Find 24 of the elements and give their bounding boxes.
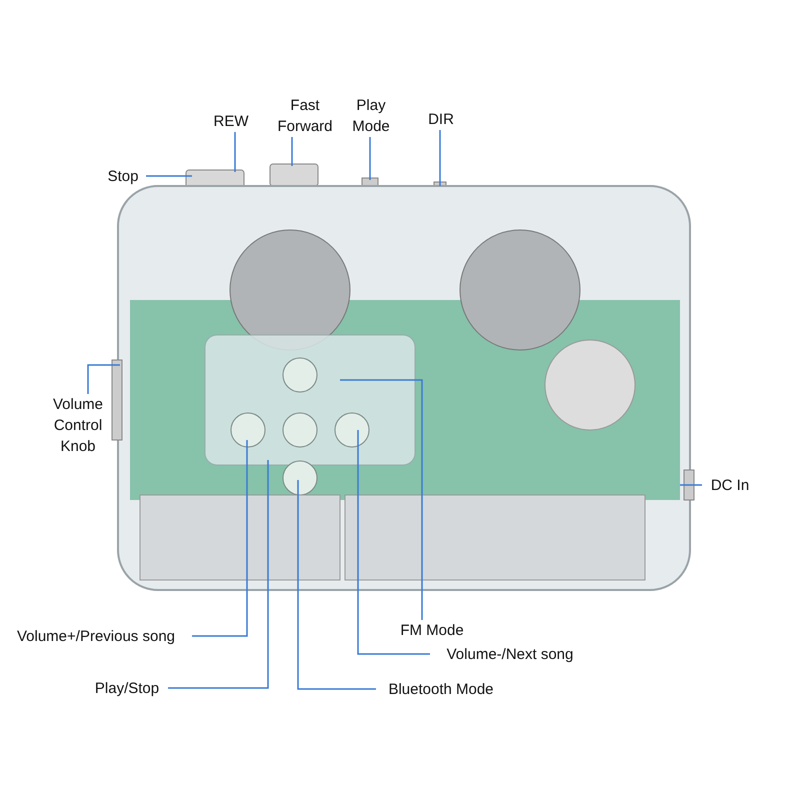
callout-label: Stop <box>100 166 146 187</box>
callout-label: Play/Stop <box>86 678 168 699</box>
leader-line <box>234 132 236 172</box>
callout-label: Volume Control Knob <box>40 394 116 457</box>
leader-line <box>369 137 371 180</box>
leader-line <box>146 175 192 177</box>
leader-line <box>168 460 269 689</box>
callout-label: Volume-/Next song <box>430 644 590 665</box>
callout-label: FM Mode <box>392 620 472 641</box>
callout-label: Volume+/Previous song <box>0 626 192 647</box>
leader-line <box>357 430 430 655</box>
leader-line <box>291 137 293 166</box>
leader-line <box>340 379 423 620</box>
callout-label: REW <box>208 111 254 132</box>
leader-line <box>87 364 120 394</box>
leader-line <box>192 440 248 637</box>
leader-line <box>297 480 376 690</box>
callout-label: DC In <box>702 475 758 496</box>
callout-label: DIR <box>424 109 458 130</box>
leader-line <box>680 484 702 486</box>
callout-label: Fast Forward <box>272 95 338 137</box>
leader-line <box>439 130 441 186</box>
callout-label: Play Mode <box>344 95 398 137</box>
callout-label: Bluetooth Mode <box>376 679 506 700</box>
